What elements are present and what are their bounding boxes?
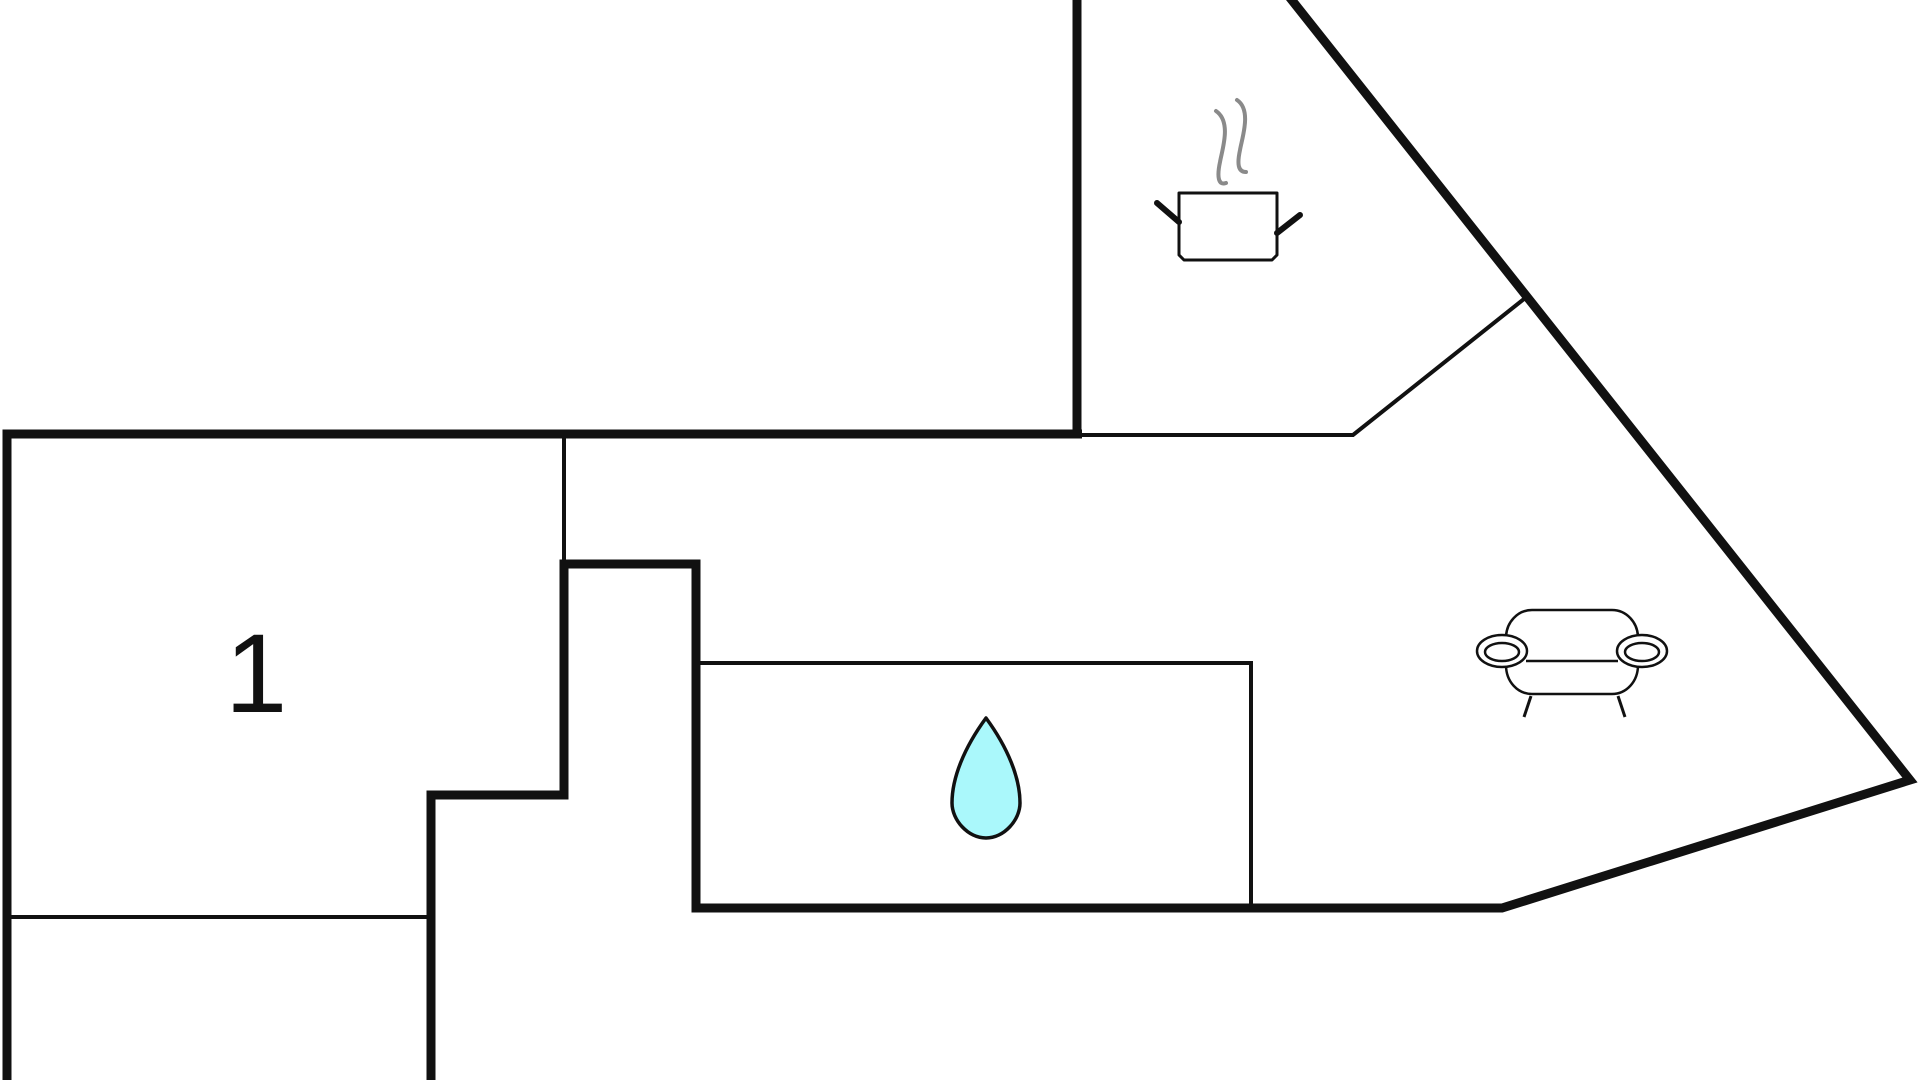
room-number-label: 1 [225,611,287,736]
sofa-icon [1475,608,1669,718]
wall-diagonal-east [426,0,1918,1080]
cooking-pot-icon [1154,98,1303,262]
interior-walls [7,297,1526,919]
water-drop-icon [950,716,1022,840]
wall-bathroom [696,661,1253,908]
wall-kitchen-counter [1082,297,1526,437]
steam-lines [1214,98,1248,186]
wall-left-upper [2,429,1082,1080]
